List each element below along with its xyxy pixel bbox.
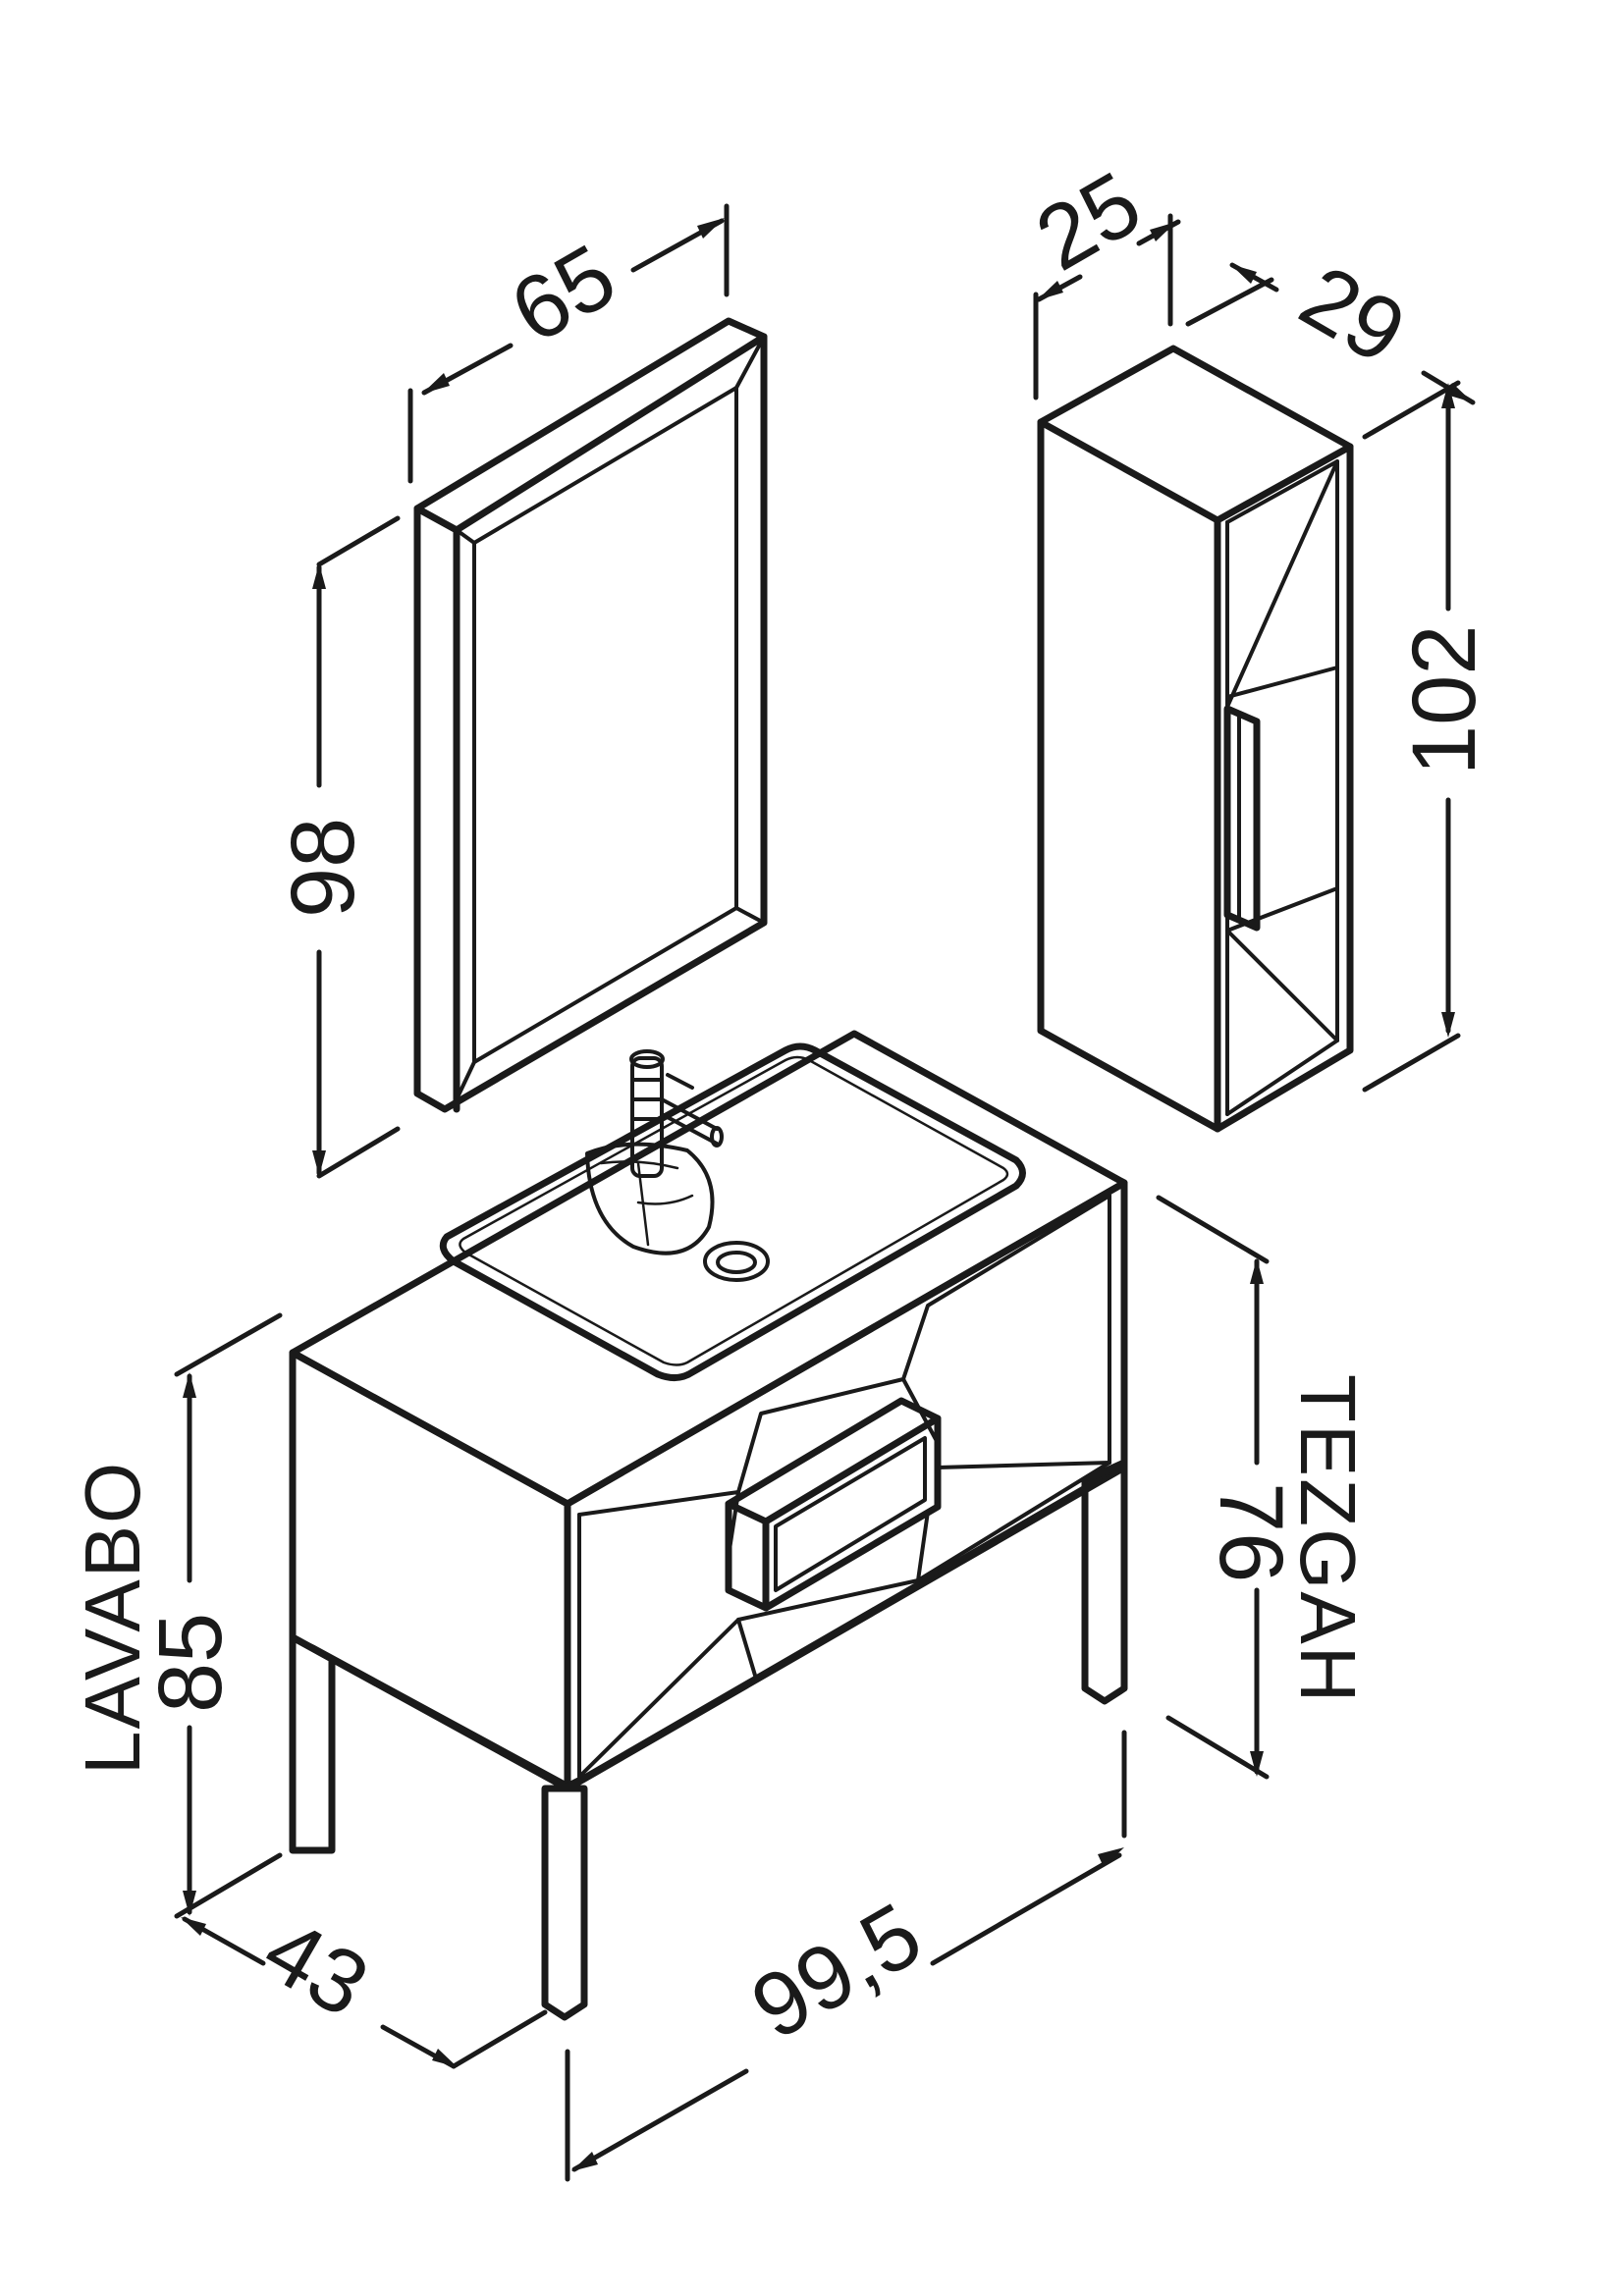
sink-depth-dimension: 43 — [181, 1899, 548, 2069]
mirror-height-label: 98 — [273, 818, 373, 918]
faucet — [585, 1049, 724, 1255]
sink-width-dimension: 99,5 — [565, 1730, 1127, 2182]
sink-unit — [289, 1030, 1128, 2021]
sink-word-label: LAVABO — [69, 1461, 156, 1775]
mirror-height-dimension: 98 — [273, 515, 401, 1179]
mirror-width-label: 65 — [495, 226, 632, 363]
mirror — [413, 317, 768, 1113]
counter-height-label: 76 — [1201, 1482, 1301, 1582]
cabinet-width-label: 25 — [1020, 153, 1158, 291]
sink-height-dimension: 85 LAVABO — [69, 1312, 283, 1919]
cabinet-depth-label: 29 — [1284, 246, 1422, 384]
sink-depth-label: 43 — [247, 1899, 385, 2037]
tall-cabinet — [1037, 345, 1354, 1133]
cabinet-height-dimension: 102 — [1362, 380, 1494, 1093]
sink-height-label: 85 — [140, 1613, 241, 1713]
sink-width-label: 99,5 — [735, 1884, 938, 2058]
counter-height-dimension: 76 TEZGAH — [1156, 1195, 1372, 1780]
mirror-width-dimension: 65 — [407, 203, 730, 484]
counter-word-label: TEZGAH — [1284, 1374, 1372, 1704]
cabinet-height-label: 102 — [1394, 625, 1494, 776]
vessel-basin — [439, 1042, 1026, 1381]
